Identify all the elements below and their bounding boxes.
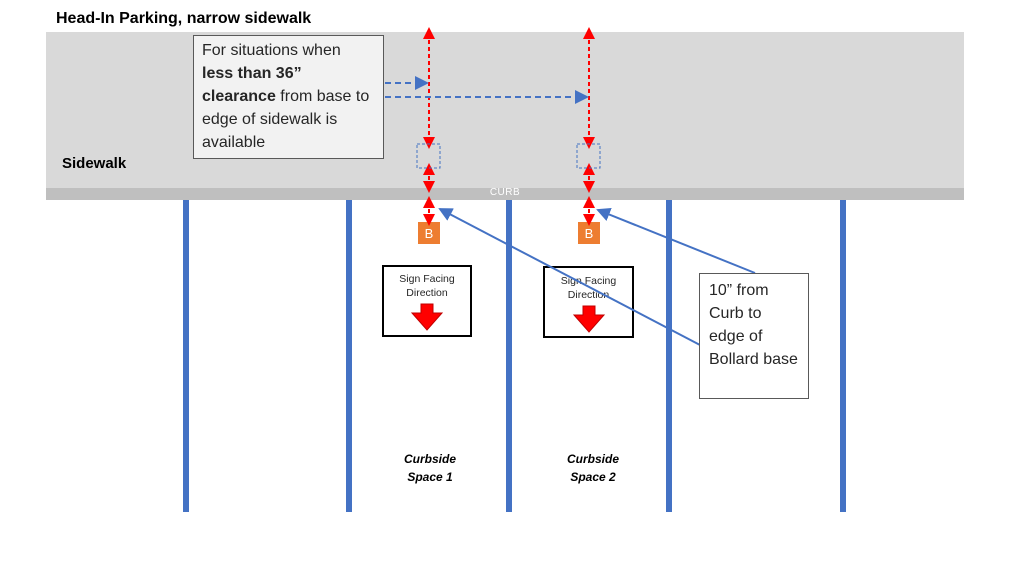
bollard-marker-1: B <box>418 222 440 244</box>
clearance-callout: For situations when less than 36” cleara… <box>193 35 384 159</box>
curb-strip <box>46 188 964 200</box>
space-label-line2: Space 2 <box>570 470 616 484</box>
bollard-base-outline <box>416 143 441 169</box>
leader-line <box>438 208 701 346</box>
sidewalk-label: Sidewalk <box>62 155 127 172</box>
diagram-title: Head-In Parking, narrow sidewalk <box>56 10 312 27</box>
sign-facing-box-2: Sign Facing Direction <box>543 266 634 338</box>
stall-line <box>666 200 672 512</box>
clearance-callout-bold: less than 36” clearance <box>202 65 302 105</box>
clearance-callout-rest: from base to edge of sidewalk is availab… <box>202 88 370 151</box>
down-arrow-icon <box>572 305 606 333</box>
space-label-line2: Space 1 <box>407 470 453 484</box>
clearance-callout-intro: For situations when <box>202 42 341 59</box>
bollard-marker-2: B <box>578 222 600 244</box>
stall-line <box>346 200 352 512</box>
curb-label: CURB <box>489 187 521 198</box>
stall-line <box>183 200 189 512</box>
bollard-base-outline <box>576 143 601 169</box>
space-label-line1: Curbside <box>566 452 619 466</box>
curbside-space-label-2: Curbside Space 2 <box>543 450 643 486</box>
space-label-line1: Curbside <box>403 452 456 466</box>
curbside-space-label-1: Curbside Space 1 <box>380 450 480 486</box>
leader-line <box>596 207 756 274</box>
curb-distance-callout: 10” from Curb to edge of Bollard base <box>699 273 809 399</box>
down-arrow-icon <box>410 303 444 331</box>
sign-facing-label-line1: Sign Facing <box>399 273 455 285</box>
sign-facing-box-1: Sign Facing Direction <box>382 265 472 337</box>
stall-line <box>506 200 512 512</box>
sign-facing-label-line2: Direction <box>406 287 448 299</box>
sign-facing-label-line1: Sign Facing <box>560 275 617 287</box>
stall-line <box>840 200 846 512</box>
